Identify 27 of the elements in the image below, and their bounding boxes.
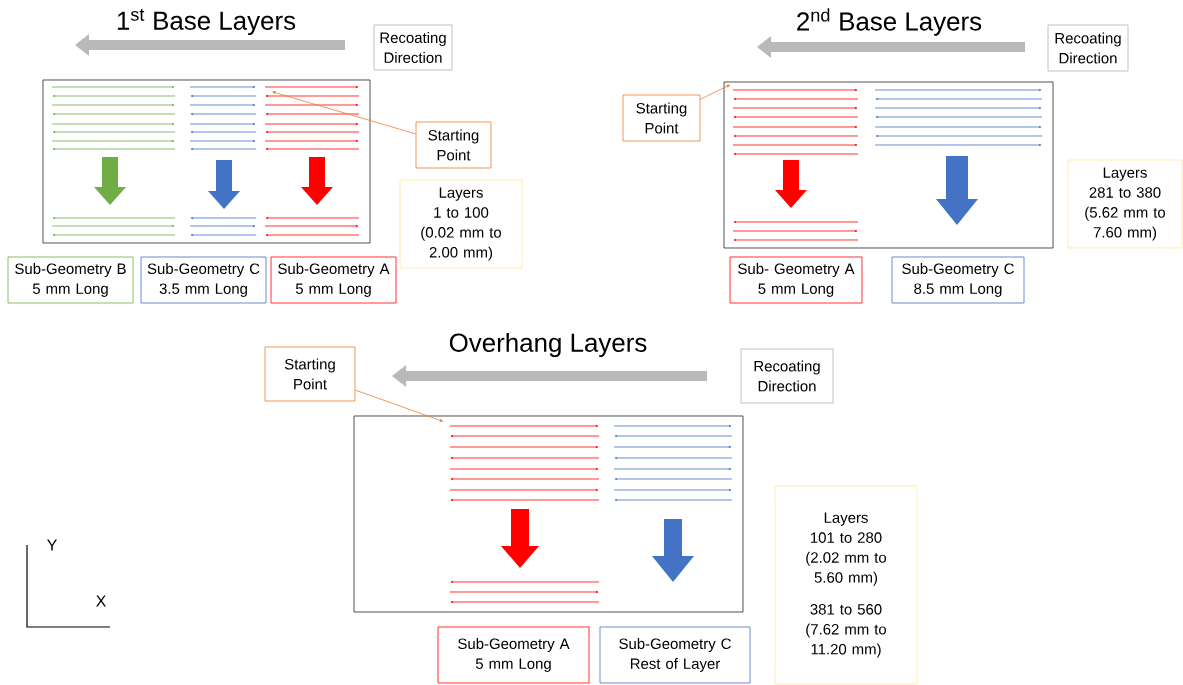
build-plate: [42, 79, 371, 244]
layer-range-box: Layers 1 to 100 (0.02 mm to 2.00 mm): [399, 179, 523, 269]
label-box: Recoating Direction: [373, 24, 453, 71]
panel-title: Overhang Layers: [449, 332, 647, 358]
leader-line: [700, 84, 731, 100]
layer-range-box: Layers 281 to 380 (5.62 mm to 7.60 mm): [1067, 159, 1183, 249]
label-box: Sub-Geometry C 3.5 mm Long: [140, 256, 267, 304]
label-box: Starting Point: [264, 346, 356, 402]
label-box: Starting Point: [622, 94, 701, 142]
label-box: Recoating Direction: [740, 348, 834, 404]
layer-range-box: Layers 101 to 280 (2.02 mm to 5.60 mm) 381 to 560 (7.62 mm to 11.20 mm): [774, 485, 918, 685]
label-box: Sub-Geometry C Rest of Layer: [599, 626, 751, 684]
label-box: Recoating Direction: [1047, 24, 1129, 72]
build-plate: [353, 415, 744, 613]
label-box: Sub-Geometry A 5 mm Long: [270, 256, 397, 304]
axis-label: X: [96, 595, 106, 607]
label-box: Sub-Geometry C 8.5 mm Long: [891, 256, 1025, 304]
label-box: Sub-Geometry B 5 mm Long: [7, 256, 134, 304]
panel-title: 2$^{nd}$ Base Layers: [797, 8, 982, 36]
build-plate: [723, 81, 1054, 249]
panel-title: 1$^{st}$ Base Layers: [117, 8, 296, 36]
leader-line: [355, 389, 443, 422]
label-box: Sub-Geometry A 5 mm Long: [437, 626, 590, 684]
label-box: Sub- Geometry A 5 mm Long: [729, 256, 863, 304]
leader-line: [272, 91, 416, 135]
axis-label: Y: [47, 539, 57, 551]
label-box: Starting Point: [415, 121, 492, 169]
